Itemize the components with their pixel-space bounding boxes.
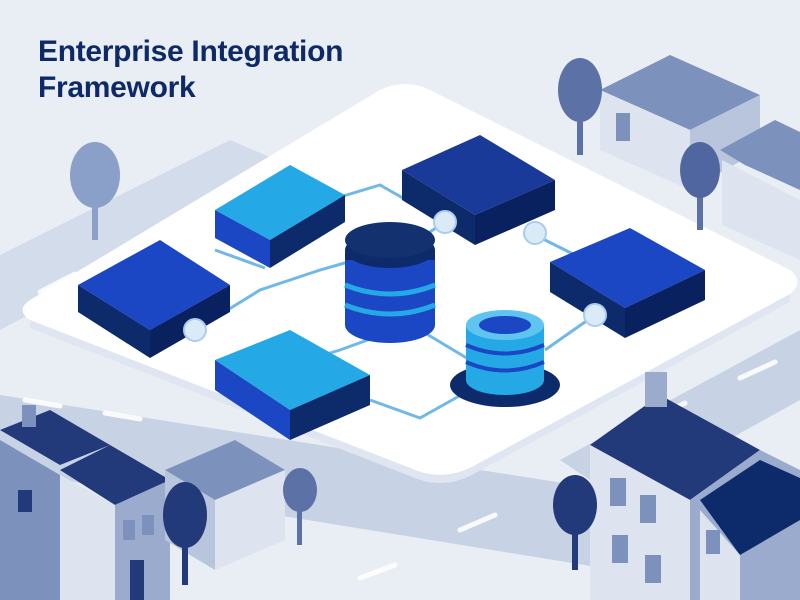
server-block-icon	[215, 330, 370, 440]
server-block-icon	[402, 135, 555, 245]
tree-icon	[283, 468, 317, 545]
tree-icon	[680, 142, 720, 230]
house-icon	[590, 372, 800, 600]
page-title: Enterprise Integration Framework	[38, 34, 343, 106]
database-icon	[344, 222, 436, 343]
title-line-1: Enterprise Integration	[38, 35, 344, 68]
tree-icon	[70, 142, 120, 240]
house-icon	[720, 120, 800, 260]
tree-icon	[553, 475, 597, 570]
tree-icon	[558, 58, 602, 155]
server-block-icon	[215, 165, 345, 268]
tree-icon	[163, 482, 207, 585]
house-icon	[0, 405, 170, 600]
house-icon	[600, 55, 760, 190]
title-line-2: Framework	[38, 71, 196, 104]
database-icon	[450, 310, 560, 407]
connector-node-icon	[183, 210, 607, 342]
